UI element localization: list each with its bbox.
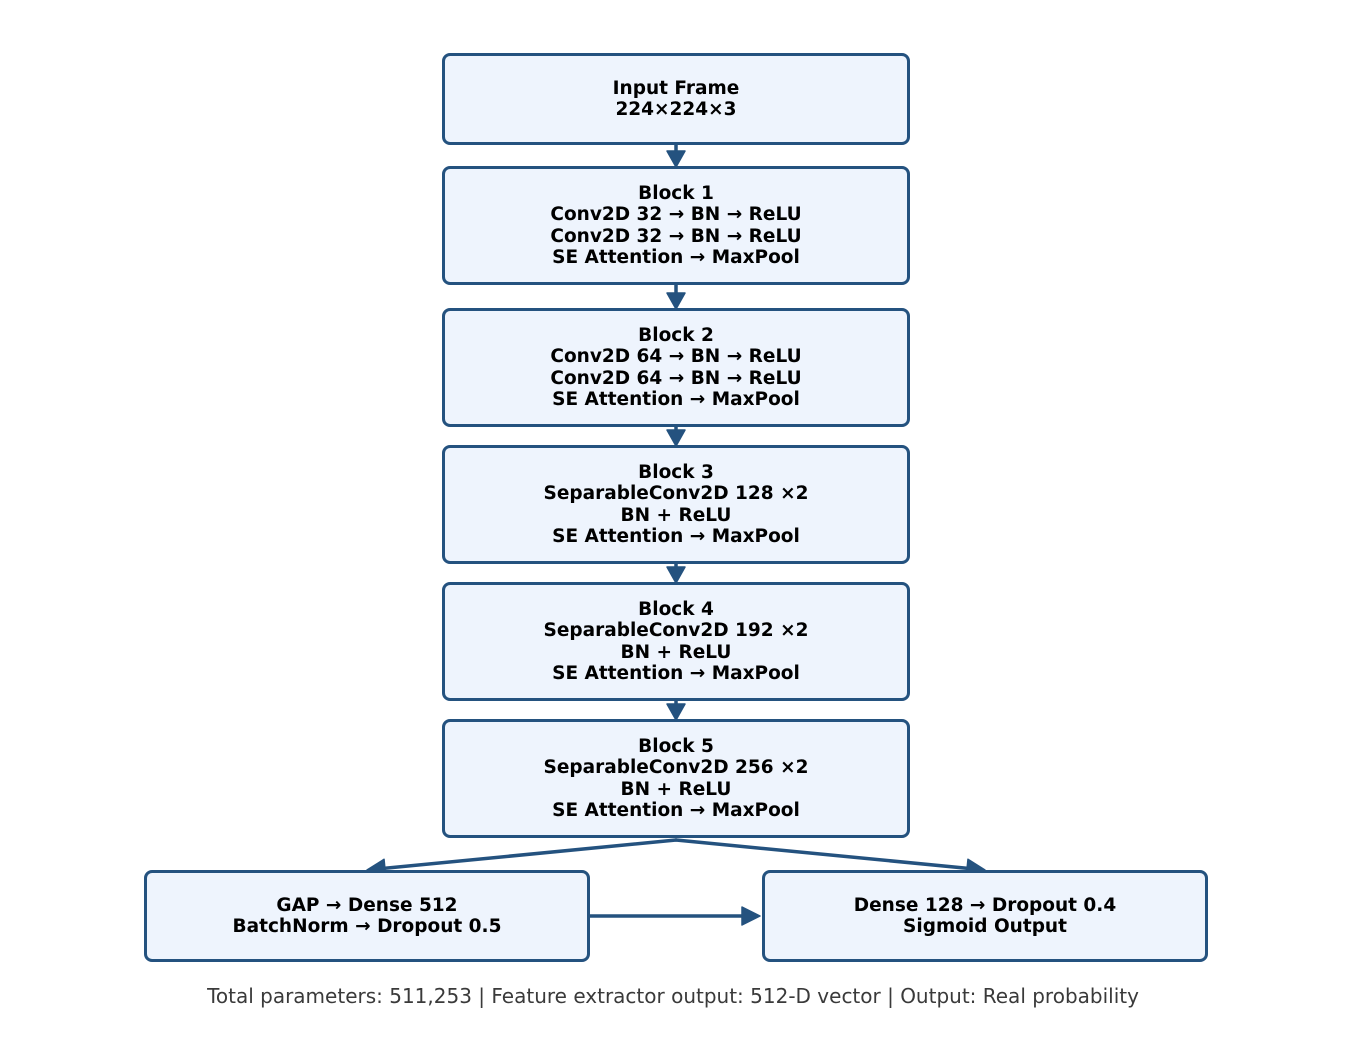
node-dense-output-line-0: Dense 128 → Dropout 0.4	[853, 894, 1117, 916]
node-block-5-line-1: SeparableConv2D 256 ×2	[543, 757, 809, 779]
node-block-2-line-2: Conv2D 64 → BN → ReLU	[550, 367, 802, 389]
node-gap-dense-line-0: GAP → Dense 512	[276, 894, 458, 916]
edge-input-frame-to-block-1-head	[666, 150, 686, 168]
node-block-2-line-0: Block 2	[638, 324, 714, 346]
node-block-5-line-3: SE Attention → MaxPool	[552, 799, 800, 821]
node-block-1-line-0: Block 1	[638, 182, 714, 204]
edge-block-2-to-block-3-head	[666, 429, 686, 447]
edges-layer	[366, 143, 986, 926]
node-block-3-line-0: Block 3	[638, 461, 714, 483]
node-dense-output-line-1: Sigmoid Output	[903, 916, 1067, 937]
node-block-5-line-2: BN + ReLU	[620, 778, 732, 800]
node-block-4-line-1: SeparableConv2D 192 ×2	[543, 620, 809, 642]
node-block-1-line-1: Conv2D 32 → BN → ReLU	[550, 204, 802, 226]
node-block-1-line-3: SE Attention → MaxPool	[552, 246, 800, 268]
edge-block-3-to-block-4-head	[666, 566, 686, 584]
edge-block-5-to-dense-output-line	[674, 838, 978, 871]
node-gap-dense-line-1: BatchNorm → Dropout 0.5	[232, 916, 502, 937]
node-block-3-line-1: SeparableConv2D 128 ×2	[543, 483, 809, 505]
footer-note: Total parameters: 511,253 | Feature extr…	[207, 984, 1139, 1008]
node-block-4-line-0: Block 4	[638, 598, 714, 620]
node-block-1-line-2: Conv2D 32 → BN → ReLU	[550, 225, 802, 247]
node-block-4-line-2: BN + ReLU	[620, 641, 732, 663]
node-block-5-line-0: Block 5	[638, 735, 714, 757]
node-input-frame-line-1: 224×224×3	[615, 99, 737, 120]
node-block-2-line-1: Conv2D 64 → BN → ReLU	[550, 346, 802, 368]
edge-gap-dense-to-dense-output-head	[741, 906, 761, 926]
edge-block-1-to-block-2-head	[666, 292, 686, 310]
edge-block-5-to-gap-dense-line	[374, 838, 678, 871]
node-input-frame-line-0: Input Frame	[612, 77, 740, 99]
node-block-2-line-3: SE Attention → MaxPool	[552, 388, 800, 410]
edge-block-4-to-block-5-head	[666, 703, 686, 721]
node-block-4-line-3: SE Attention → MaxPool	[552, 662, 800, 684]
node-block-3-line-2: BN + ReLU	[620, 504, 732, 526]
node-block-3-line-3: SE Attention → MaxPool	[552, 525, 800, 547]
